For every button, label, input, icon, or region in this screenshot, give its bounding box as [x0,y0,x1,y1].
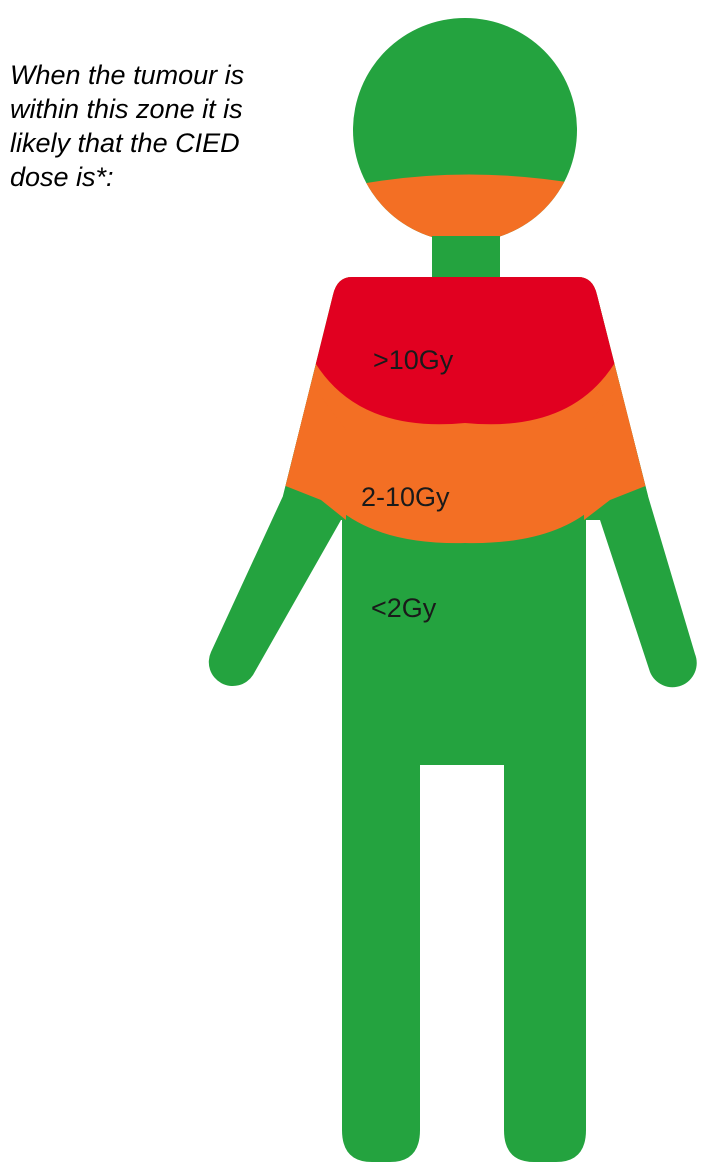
caption-line-4: dose is*: [10,160,370,194]
zone-label-low: <2Gy [371,593,437,623]
zone-label-high: >10Gy [373,345,454,375]
head [340,0,600,260]
zone-label-medium: 2-10Gy [361,482,450,512]
torso [270,270,660,1170]
caption-line-2: within this zone it is [10,92,370,126]
caption-line-3: likely that the CIED [10,126,370,160]
caption-text: When the tumour is within this zone it i… [10,58,370,194]
caption-line-1: When the tumour is [10,58,370,92]
